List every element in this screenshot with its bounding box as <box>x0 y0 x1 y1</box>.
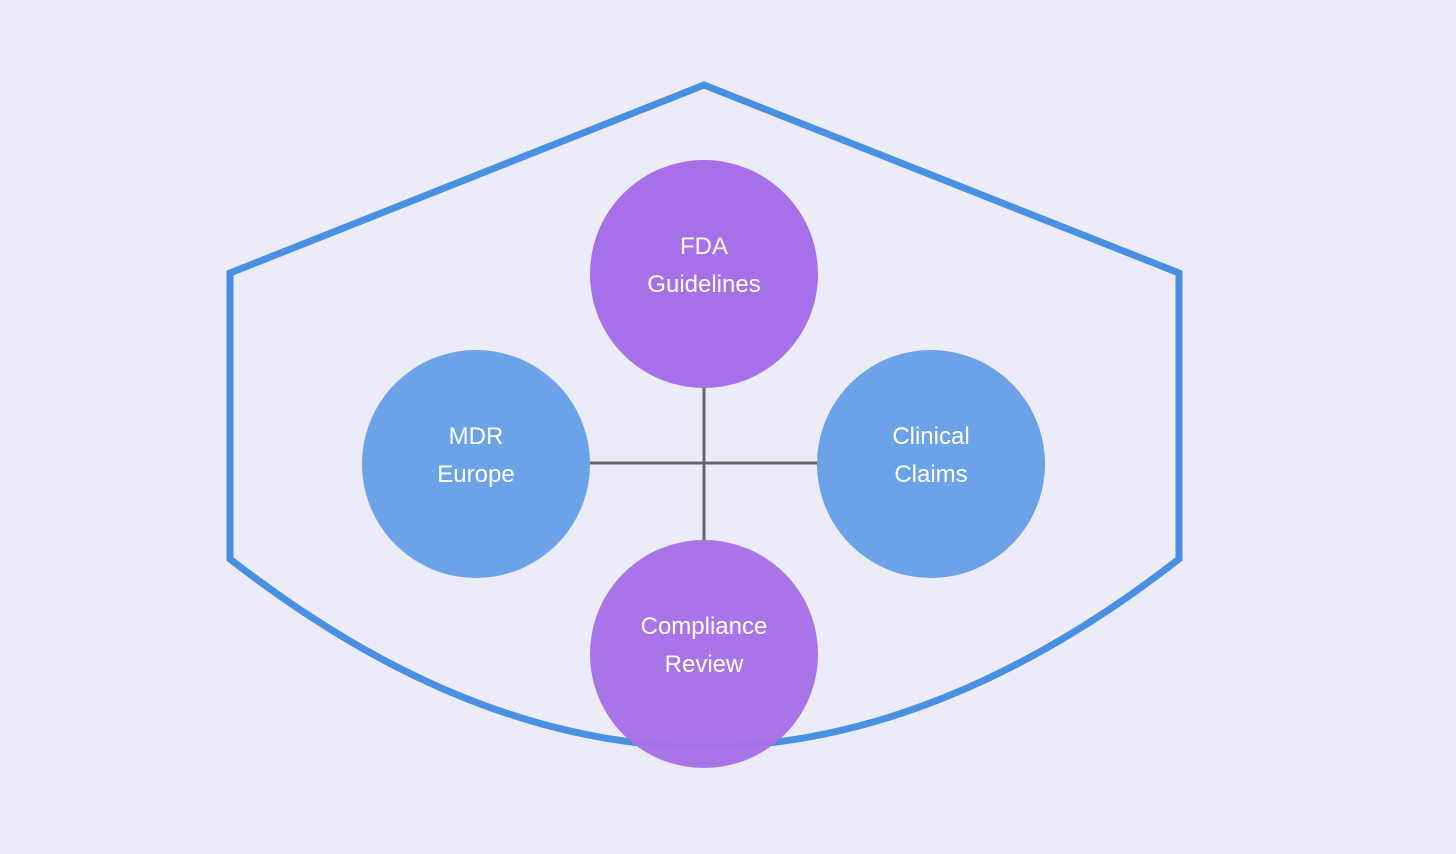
node-clinical-claims[interactable]: Clinical Claims <box>817 350 1045 578</box>
node-compliance-label-line2: Review <box>665 651 744 678</box>
node-compliance-circle <box>590 540 818 768</box>
node-fda-label-line1: FDA <box>680 233 728 260</box>
node-fda-guidelines[interactable]: FDA Guidelines <box>590 160 818 388</box>
node-mdr-label-line2: Europe <box>437 461 514 488</box>
node-mdr-europe[interactable]: MDR Europe <box>362 350 590 578</box>
node-clinical-circle <box>817 350 1045 578</box>
node-compliance-review[interactable]: Compliance Review <box>590 540 818 768</box>
node-compliance-label-line1: Compliance <box>641 613 768 640</box>
node-clinical-label-line2: Claims <box>894 461 967 488</box>
node-clinical-label-line1: Clinical <box>892 423 969 450</box>
node-mdr-circle <box>362 350 590 578</box>
node-fda-circle <box>590 160 818 388</box>
node-fda-label-line2: Guidelines <box>647 271 760 298</box>
node-mdr-label-line1: MDR <box>449 423 504 450</box>
